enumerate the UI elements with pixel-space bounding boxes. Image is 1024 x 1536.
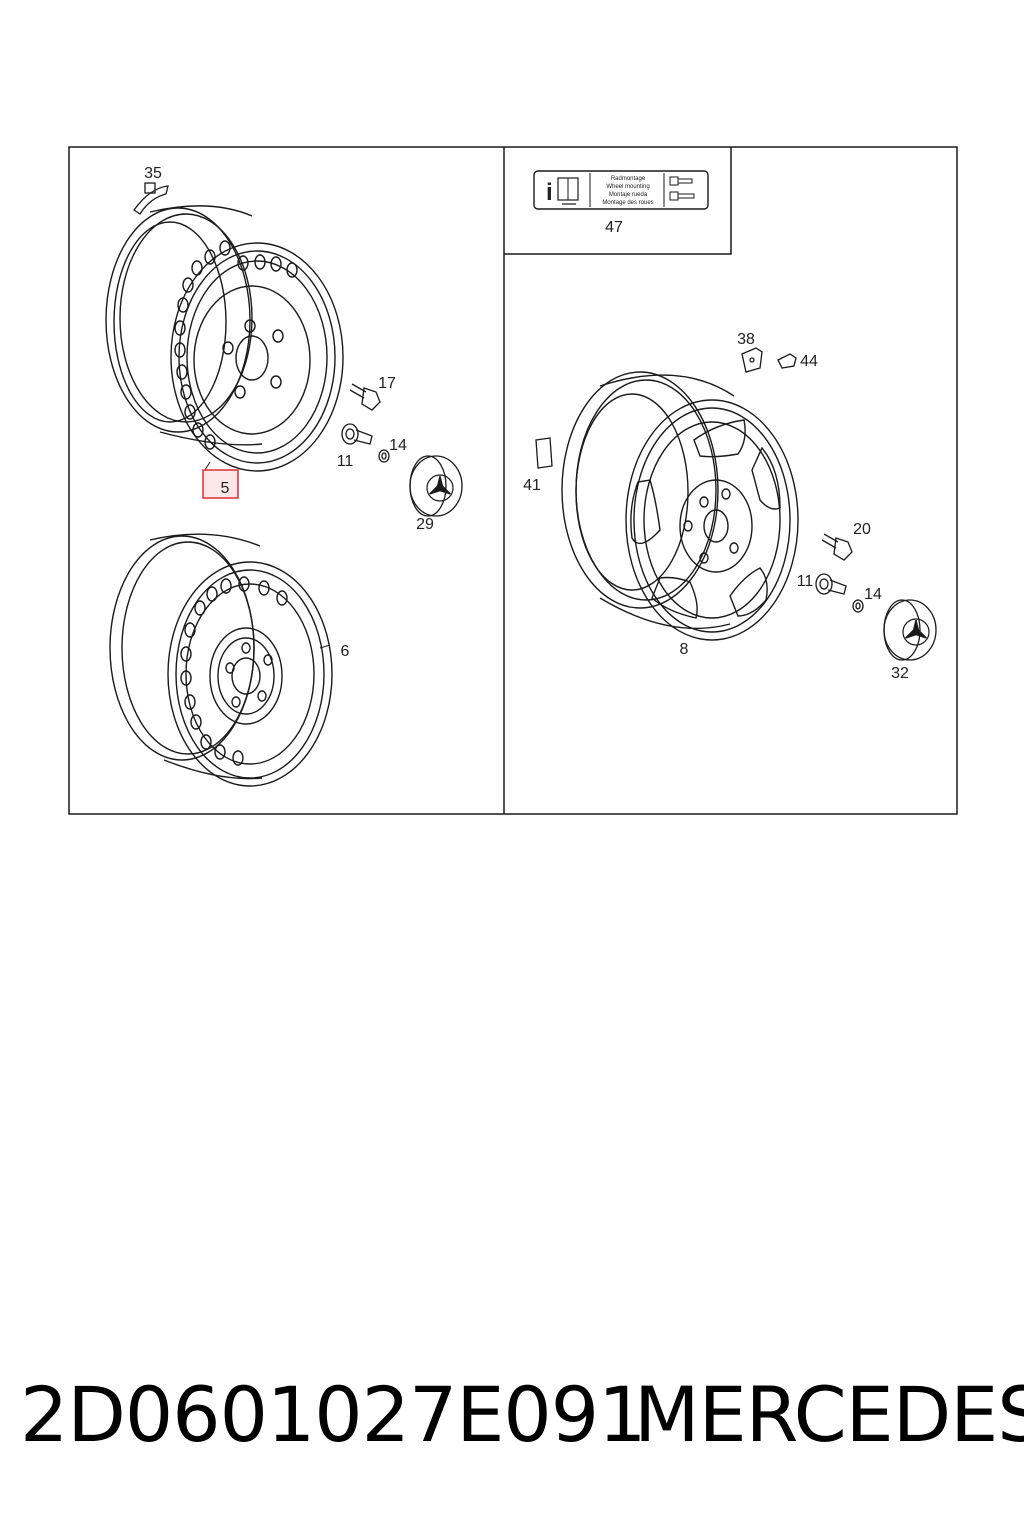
- label-line-2: Wheel mounting: [606, 184, 649, 190]
- part-number: 2D0601027E091: [20, 1370, 646, 1459]
- highlight-box-part-5: [202, 469, 239, 499]
- label-line-1: Radmontage: [611, 176, 646, 182]
- callout-11: 11: [337, 453, 354, 470]
- wheel-bolt-17: [349, 383, 381, 411]
- callout-44: 44: [800, 353, 818, 370]
- label-line-3: Montaje rueda: [609, 192, 648, 198]
- alloy-wheel-8: [561, 371, 799, 641]
- callout-38: 38: [737, 331, 755, 348]
- callout-20: 20: [853, 521, 871, 538]
- callout-8: 8: [680, 641, 689, 658]
- parts-diagram: i Radmontage Wheel mounting Montaje rued…: [68, 146, 958, 815]
- hub-cap-32: [883, 599, 937, 661]
- balance-weight-35: [133, 182, 169, 215]
- callout-35: 35: [144, 165, 162, 182]
- clip-44: [777, 353, 797, 369]
- callout-41: 41: [523, 477, 541, 494]
- footer-caption: 2D0601027E091 MERCEDES: [20, 1370, 1024, 1480]
- callout-5: 5: [221, 480, 230, 497]
- info-icon: i: [546, 179, 553, 206]
- clip-38: [741, 347, 763, 373]
- callout-47: 47: [605, 219, 623, 236]
- vent-holes: [180, 576, 288, 766]
- callout-29: 29: [416, 516, 434, 533]
- label-line-4: Montage des roues: [602, 200, 653, 206]
- mounting-label-47: i Radmontage Wheel mounting Montaje rued…: [533, 170, 709, 210]
- callout-labels: 35 5 6 17 11 14 29 47 38 44 41 8 20 11 1…: [144, 165, 909, 682]
- diagram-frame: [68, 146, 958, 815]
- callout-14: 14: [389, 437, 407, 454]
- steel-wheel-6: [109, 533, 333, 787]
- callout-6: 6: [341, 643, 350, 660]
- callout-14-right: 14: [864, 586, 882, 603]
- vent-holes: [174, 240, 298, 450]
- callout-32: 32: [891, 665, 909, 682]
- callout-11-right: 11: [797, 573, 814, 590]
- valve-cap-14: [378, 449, 390, 463]
- spoke-windows: [630, 419, 781, 619]
- steel-wheel-5: [105, 205, 344, 472]
- callout-17: 17: [378, 375, 396, 392]
- bolt-icon: [669, 176, 695, 201]
- tire-valve-11-right: [815, 573, 847, 595]
- weight-41: [535, 437, 553, 469]
- brand-name: MERCEDES: [634, 1370, 1024, 1459]
- valve-cap-14-right: [852, 599, 864, 613]
- leader-lines: [204, 461, 331, 649]
- wheel-bolt-20: [821, 533, 853, 561]
- hub-cap-29: [409, 455, 463, 517]
- tire-valve-11: [341, 423, 373, 445]
